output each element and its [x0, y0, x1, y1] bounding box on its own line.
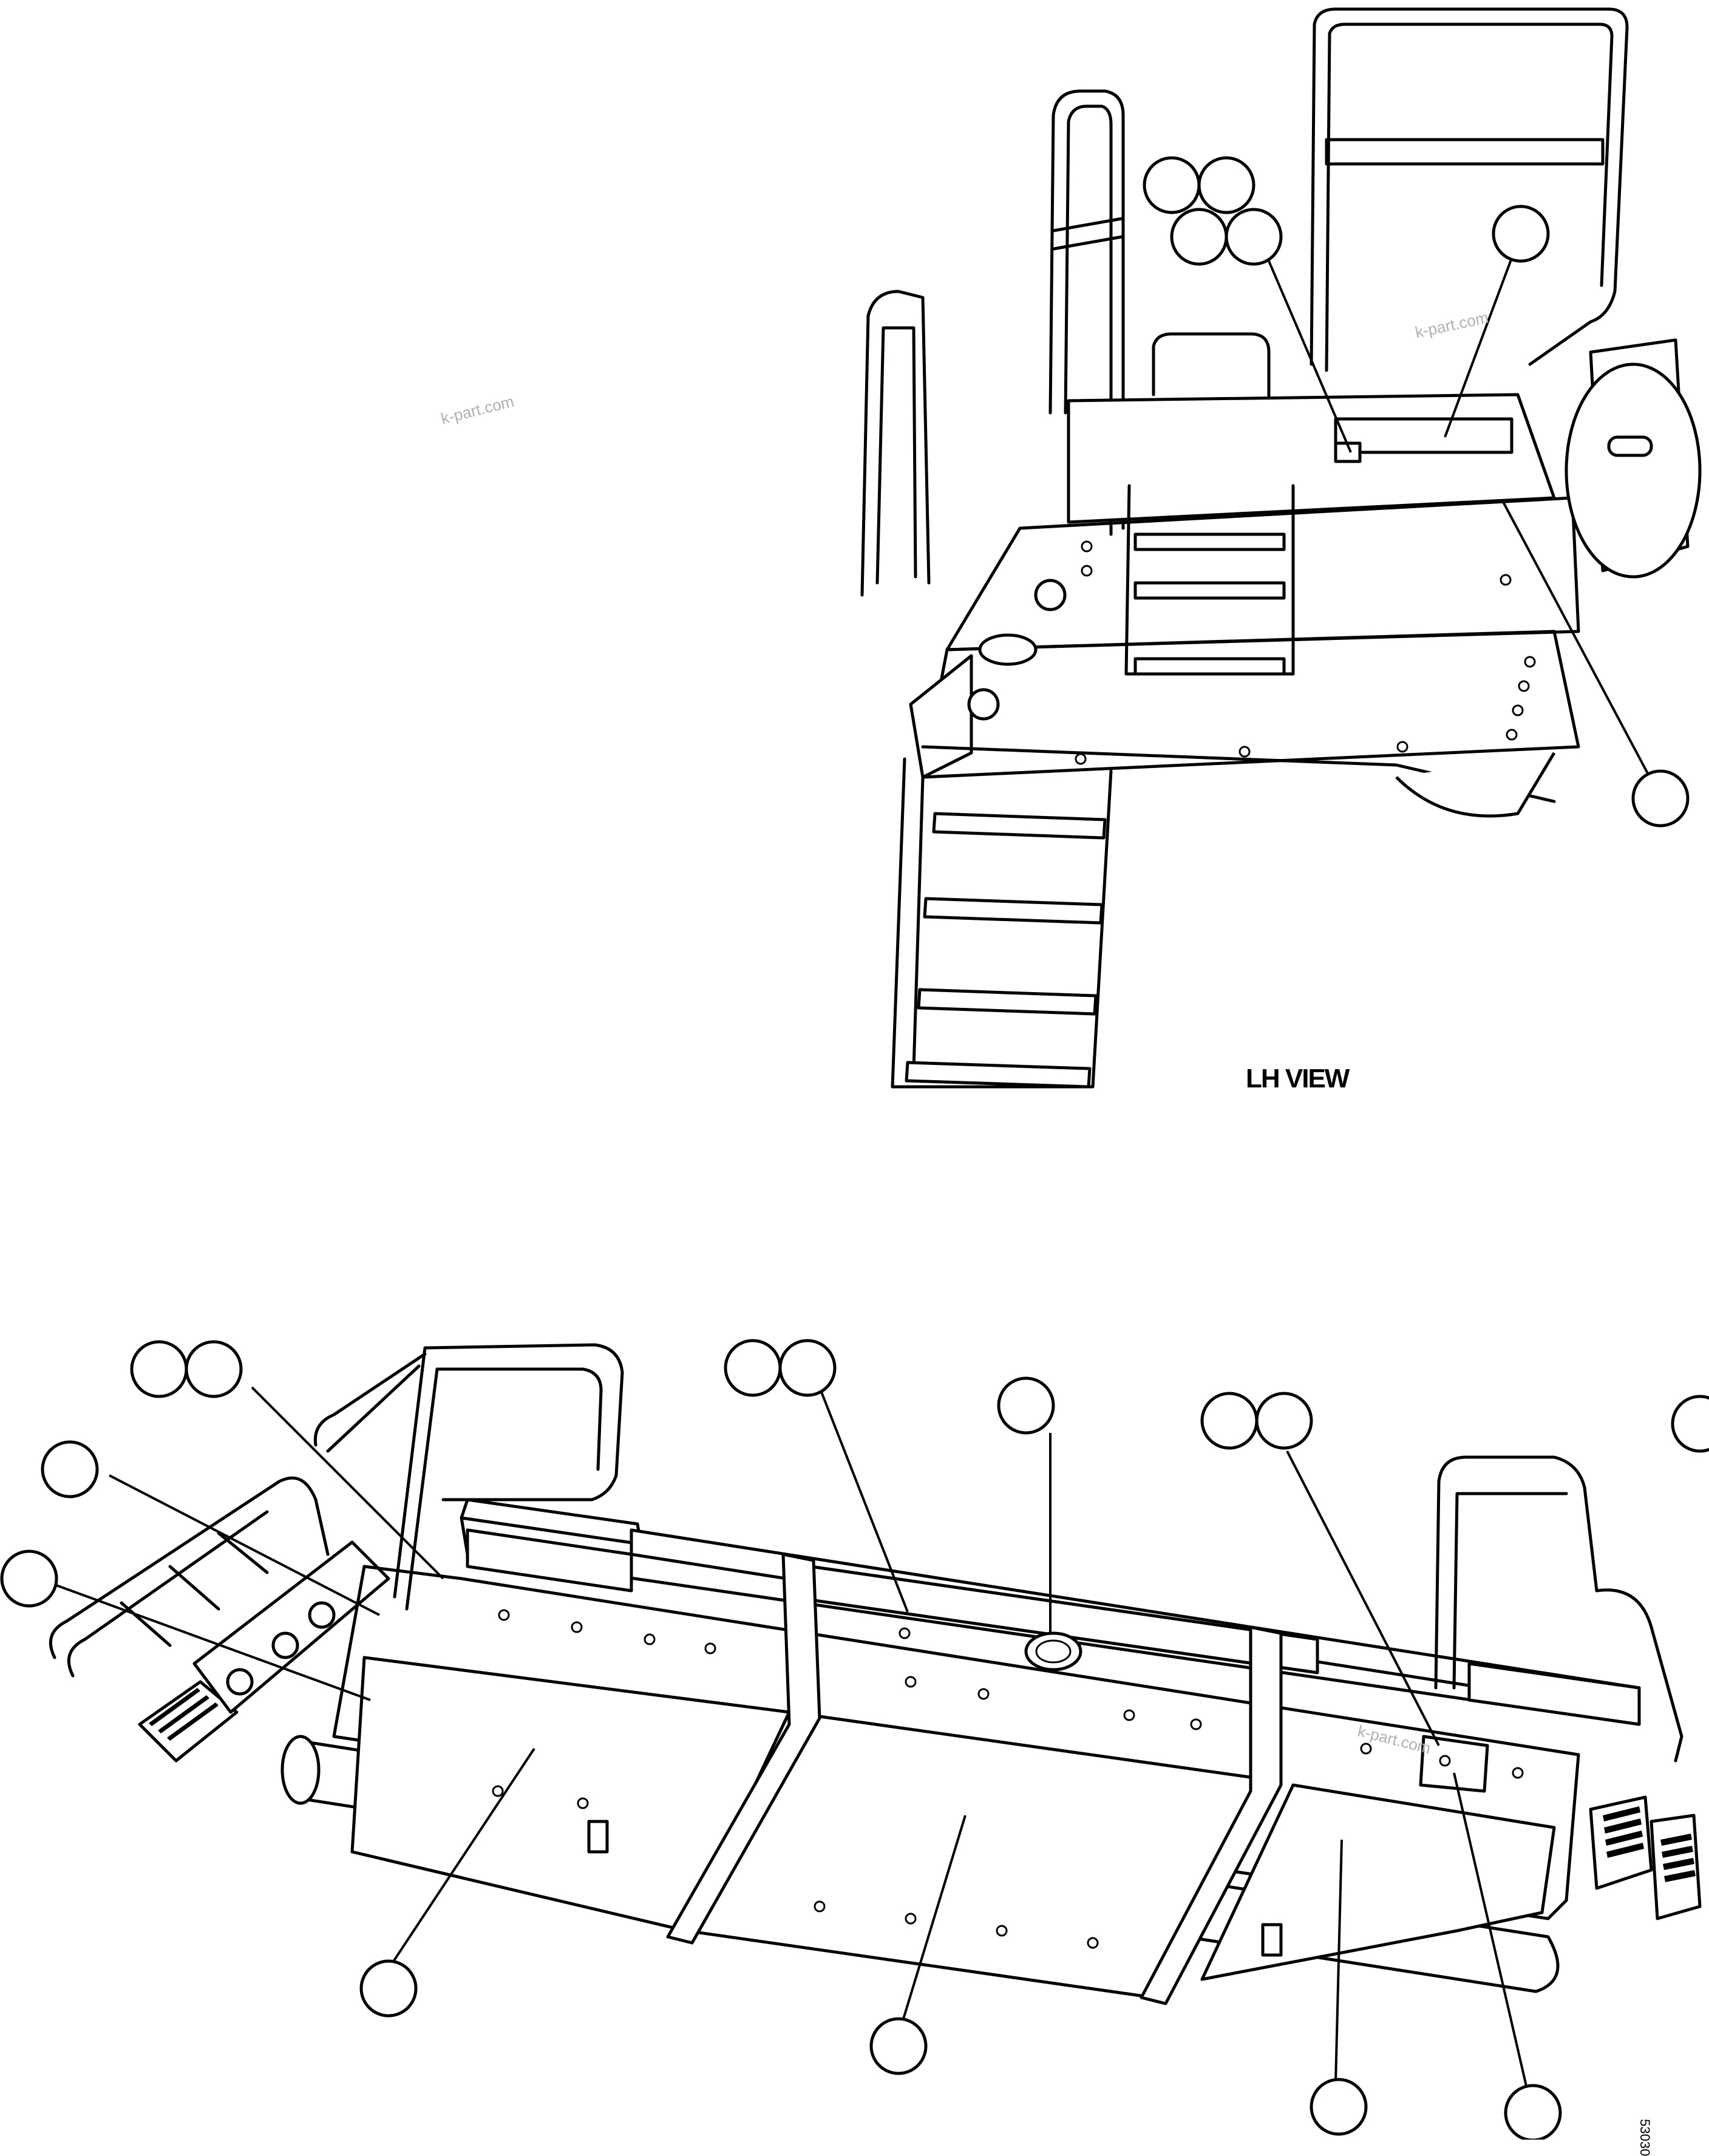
- balloon-main-7: [997, 1376, 1055, 1435]
- lh-rear-handrail: [1310, 7, 1629, 366]
- balloon-lh-3: [1170, 208, 1228, 266]
- balloon-lh-4: [1225, 208, 1283, 266]
- lh-step-ladder: [891, 757, 1113, 1089]
- view-label: LH VIEW: [1246, 1064, 1350, 1093]
- balloon-main-3: [41, 1440, 99, 1498]
- balloon-lh-1: [1143, 156, 1201, 214]
- balloon-main-14: [1504, 2084, 1562, 2140]
- lh-side-handrail: [860, 290, 931, 597]
- lh-view-assembly: [860, 7, 1702, 1089]
- balloon-lh-6: [1631, 769, 1690, 828]
- balloon-main-4: [0, 1549, 58, 1608]
- main-front-steps: [49, 1476, 390, 1763]
- lh-view-callouts: [1143, 156, 1690, 828]
- main-rear-steps: [1589, 1795, 1702, 1920]
- main-right-handrail: [1434, 1455, 1599, 1690]
- main-body-outline: [332, 1565, 1580, 1920]
- main-bolt-row: [492, 1609, 1524, 1949]
- lh-bolt-row: [1075, 540, 1536, 765]
- lh-ladder-handrail: [1048, 89, 1125, 530]
- balloon-main-5: [724, 1339, 782, 1397]
- main-left-handrail: [393, 1343, 624, 1599]
- main-hatch-cover: [1419, 1735, 1489, 1793]
- balloon-main-2: [185, 1340, 243, 1398]
- figure-number: 53030: [1637, 2119, 1653, 2156]
- balloon-main-12: [869, 2017, 928, 2075]
- balloon-main-13: [1310, 2078, 1368, 2136]
- balloon-lh-2: [1197, 156, 1255, 214]
- balloon-main-1: [130, 1340, 188, 1398]
- main-view-callouts: [0, 1339, 1709, 2140]
- balloon-main-8: [1200, 1392, 1259, 1450]
- balloon-main-10: [1671, 1395, 1709, 1453]
- balloon-main-9: [1255, 1392, 1313, 1450]
- balloon-main-11: [359, 1959, 418, 2018]
- main-center-coupling: [1024, 1631, 1082, 1671]
- balloon-main-6: [778, 1339, 837, 1397]
- balloon-lh-5: [1492, 205, 1550, 263]
